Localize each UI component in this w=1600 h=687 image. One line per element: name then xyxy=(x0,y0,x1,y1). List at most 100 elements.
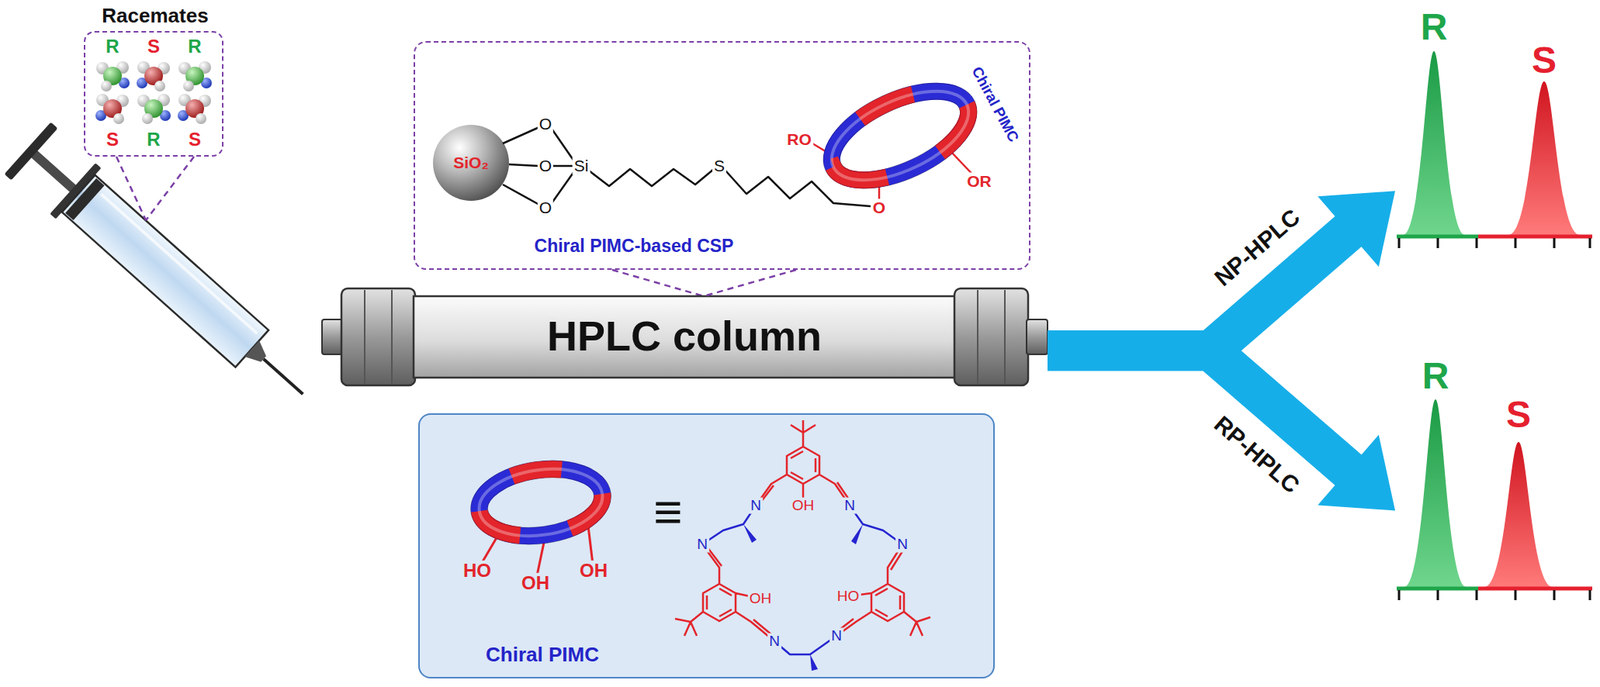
atom-label: HO xyxy=(835,588,862,606)
hplc-column-body xyxy=(341,288,416,386)
atom-label: N xyxy=(748,498,763,515)
macrocycle-ring xyxy=(818,72,982,199)
atom-label-holder: Si xyxy=(572,156,591,175)
chromatogram-trace xyxy=(1404,399,1467,588)
box-title-holder: Chiral PIMC xyxy=(485,644,600,667)
ring-label-holder: Chiral PIMC xyxy=(968,64,1022,146)
callout-leader xyxy=(116,156,194,221)
chemical-structure xyxy=(702,505,903,655)
syringe xyxy=(4,121,59,181)
peak-label: S xyxy=(1506,394,1531,437)
syringe xyxy=(263,359,304,395)
atom-label: O xyxy=(871,198,887,217)
macrocycle-ring xyxy=(818,72,982,199)
peak-label-holder: S xyxy=(1506,394,1531,437)
sphere-label: SiO₂ xyxy=(453,153,489,172)
macrocycle-ring xyxy=(465,452,617,554)
macrocycle-ring xyxy=(806,61,993,210)
edge-label: NP-HPLC xyxy=(1208,204,1304,291)
atom-label-holder: N xyxy=(748,498,763,515)
chromatogram-trace xyxy=(1478,235,1593,239)
atom-label-holder: OH xyxy=(748,591,774,608)
chromatogram: RS xyxy=(1396,10,1595,250)
enantiomer-label: R xyxy=(146,129,160,150)
chemical-bond xyxy=(551,128,575,204)
silica-sphere xyxy=(432,124,510,201)
atom-label-holder: O xyxy=(537,156,554,175)
chromatogram-trace xyxy=(1484,442,1553,588)
chromatogram-trace xyxy=(1399,238,1590,249)
info-box-ground xyxy=(418,413,995,679)
edge-label-holder: NP-HPLC xyxy=(1208,204,1304,291)
atom-label: O xyxy=(537,156,554,175)
callout-leader xyxy=(612,270,704,297)
silica-sphere xyxy=(432,124,510,201)
atom-label: OH xyxy=(519,573,551,594)
box-title: Chiral PIMC-based CSP xyxy=(534,236,735,257)
atom-label: RO xyxy=(785,130,814,149)
chromatogram-trace xyxy=(1396,51,1593,601)
callout-line xyxy=(703,270,797,297)
peak-label: R xyxy=(1422,356,1450,398)
atom-label-holder: OH xyxy=(790,498,817,515)
atom-label-holder: O xyxy=(537,198,554,217)
hplc-column-body xyxy=(413,296,956,378)
callout-leader xyxy=(612,270,704,297)
hplc-column: HPLC column xyxy=(322,296,1048,378)
atom-label-holder: N xyxy=(695,536,710,554)
info-box-ground xyxy=(418,413,995,679)
atom-label-holder: N xyxy=(829,628,844,645)
atom-label: OR xyxy=(965,172,994,191)
chromatogram-trace xyxy=(1396,235,1479,239)
enantiomer-label: R xyxy=(105,36,119,57)
atom-label-holder: RO xyxy=(785,130,814,149)
column-title-holder: HPLC column xyxy=(547,313,822,360)
atom-label-holder: HO xyxy=(461,561,493,582)
peak-label: R xyxy=(1420,6,1448,49)
syringe xyxy=(65,178,104,221)
edge-label: RP-HPLC xyxy=(1208,411,1304,499)
chemical-structure xyxy=(675,420,931,672)
equivalence-sign: ≡ xyxy=(653,484,683,540)
chromatogram-trace xyxy=(1396,587,1479,592)
molecule-models xyxy=(95,61,212,125)
macrocycle-ring xyxy=(806,61,993,210)
macrocycle-ring xyxy=(818,72,982,199)
peak-label-holder: R xyxy=(1422,356,1450,398)
atom-label-holder: S xyxy=(712,156,727,175)
molecule-models xyxy=(136,61,170,92)
hplc-column-body xyxy=(322,288,1048,386)
peak-label: S xyxy=(1531,40,1557,82)
atom-label: S xyxy=(712,156,727,175)
enantiomer-label-holder: R xyxy=(187,36,201,57)
atom-label: O xyxy=(537,114,554,133)
arrowhead xyxy=(1317,435,1396,512)
hplc-column-body xyxy=(1026,319,1048,355)
enantiomer-label-holder: S xyxy=(106,129,119,150)
atom-label: OH xyxy=(748,591,774,608)
chromatogram-trace xyxy=(1508,81,1580,236)
atom-label-holder: OH xyxy=(519,573,551,594)
enantiomer-label-holder: R xyxy=(146,129,160,150)
chemical-bond xyxy=(502,127,871,207)
enantiomer-label: S xyxy=(188,129,201,150)
syringe xyxy=(100,193,257,334)
chromatogram-trace xyxy=(1478,587,1593,592)
box-title: Chiral PIMC xyxy=(485,644,600,667)
atom-label: N xyxy=(842,498,857,515)
atom-label: OH xyxy=(790,498,817,515)
sphere-label-holder: SiO₂ xyxy=(453,153,489,172)
chromatogram-trace xyxy=(1399,590,1590,601)
macrocycle-ring xyxy=(484,471,597,535)
hplc-column-body xyxy=(322,319,343,355)
atom-label-holder: HO xyxy=(835,588,862,606)
enantiomer-label-holder: R xyxy=(105,36,119,57)
box-heading-holder: Racemates xyxy=(101,4,208,28)
box-heading: Racemates xyxy=(101,4,208,28)
macrocycle-ring xyxy=(465,452,617,554)
enantiomer-label: R xyxy=(187,36,201,57)
atom-label: N xyxy=(829,628,844,645)
molecule-models xyxy=(178,61,212,92)
peak-label-holder: R xyxy=(1420,6,1448,49)
callout-leader xyxy=(145,156,194,221)
